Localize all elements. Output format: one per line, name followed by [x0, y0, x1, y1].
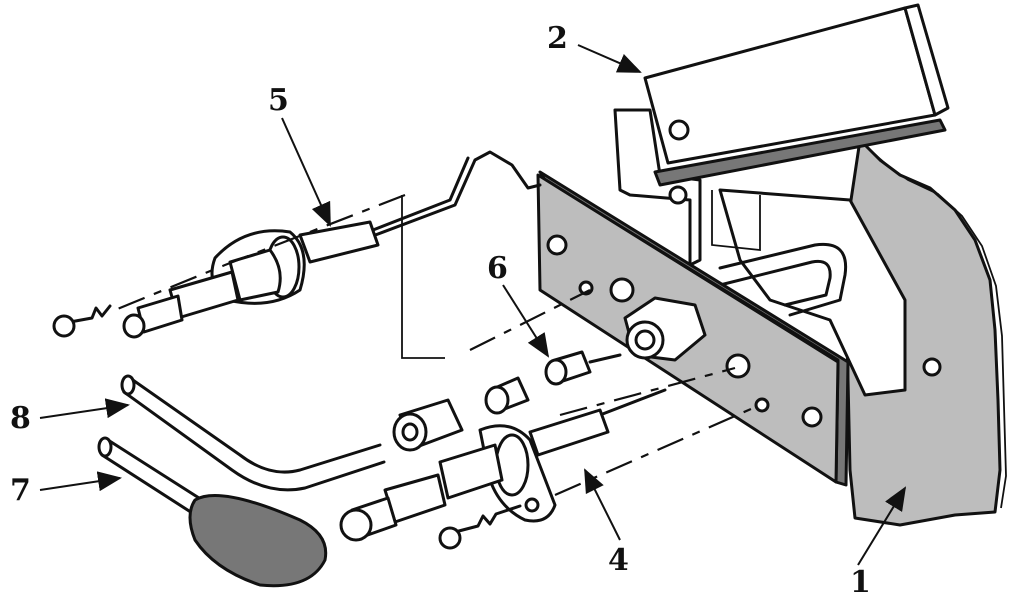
leader-2 — [577, 44, 642, 73]
leader-4 — [584, 468, 621, 541]
mounting-plate — [536, 170, 850, 487]
wall-mount-hole — [922, 357, 942, 377]
part-6-nozzle — [392, 350, 622, 452]
leader-lines — [39, 44, 907, 566]
leader-8 — [39, 398, 130, 419]
callout-labels: 1 2 4 5 6 7 8 — [10, 21, 871, 598]
part-8-tube — [120, 374, 386, 492]
assembly-guide-lines — [401, 195, 761, 497]
callout-5: 5 — [268, 83, 289, 118]
leader-7 — [39, 471, 122, 492]
leader-5 — [281, 117, 331, 227]
callout-8: 8 — [10, 401, 31, 436]
u-tube — [718, 242, 848, 317]
part-4-lower-electrode — [339, 388, 667, 550]
callout-7: 7 — [10, 473, 31, 508]
bracket-hole — [668, 119, 690, 141]
part-2-bracket — [643, 3, 950, 187]
leader-6 — [502, 284, 550, 358]
leader-1 — [857, 486, 907, 566]
part-1-housing-wall — [613, 108, 1007, 527]
callout-6: 6 — [487, 251, 508, 286]
part-5-upper-electrode — [52, 150, 542, 339]
callout-1: 1 — [850, 565, 871, 598]
callout-4: 4 — [608, 543, 629, 578]
part-7-cable-boot — [97, 436, 328, 588]
callout-2: 2 — [547, 21, 568, 56]
